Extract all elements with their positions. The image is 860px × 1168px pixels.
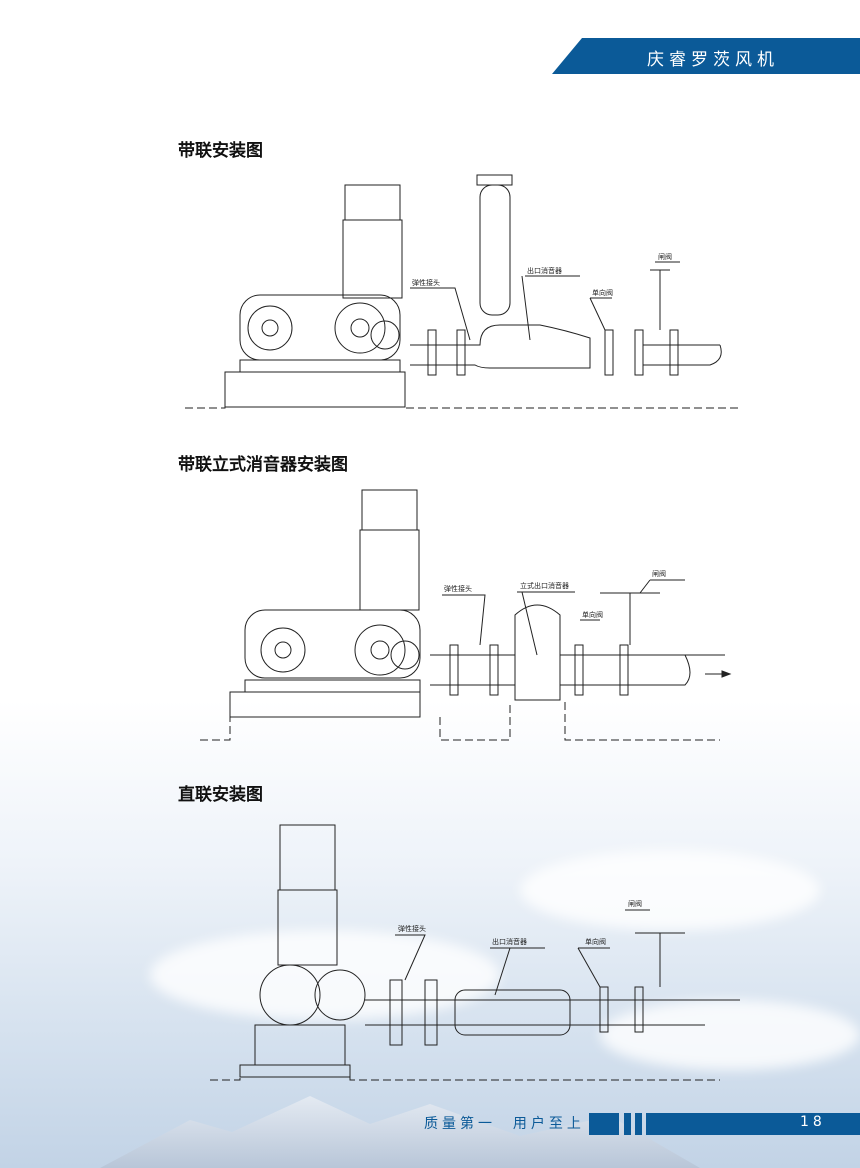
label-gate-valve: 闸阀 xyxy=(658,252,672,261)
footer-bar xyxy=(589,1113,619,1135)
belt-vertical-silencer-diagram: 弹性接头 立式出口消音器 单向阀 闸阀 xyxy=(200,489,732,741)
footer-bar xyxy=(624,1113,631,1135)
slogan-customer: 用户至上 xyxy=(512,1116,585,1132)
footer-bar xyxy=(635,1113,642,1135)
label-silencer: 出口消音器 xyxy=(527,266,562,275)
footer-slogan: 质量第一 用户至上 xyxy=(424,1113,585,1133)
page-number: 18 xyxy=(800,1114,826,1130)
label-check-valve: 单向阀 xyxy=(592,288,613,297)
label-silencer: 出口消音器 xyxy=(492,937,527,946)
direct-install-diagram: 弹性接头 出口消音器 单向阀 闸阀 xyxy=(210,824,740,1081)
section-title: 直联安装图 xyxy=(178,785,263,805)
section-title: 带联立式消音器安装图 xyxy=(178,455,348,475)
sky-background xyxy=(0,700,860,1168)
section-title: 带联安装图 xyxy=(178,141,263,161)
label-gate-valve: 闸阀 xyxy=(628,899,642,908)
belt-install-diagram: 弹性接头 出口消音器 单向阀 闸阀 xyxy=(185,174,740,409)
label-joint: 弹性接头 xyxy=(444,584,472,593)
brand-name: 庆睿罗茨风机 xyxy=(647,50,779,70)
label-check-valve: 单向阀 xyxy=(585,937,606,946)
label-joint: 弹性接头 xyxy=(412,278,440,287)
label-joint: 弹性接头 xyxy=(398,924,426,933)
brand-header: 庆睿罗茨风机 xyxy=(552,38,860,74)
label-gate-valve: 闸阀 xyxy=(652,569,666,578)
slogan-quality: 质量第一 xyxy=(424,1116,496,1132)
footer-bar xyxy=(646,1113,860,1135)
label-check-valve: 单向阀 xyxy=(582,610,603,619)
label-silencer: 立式出口消音器 xyxy=(520,581,569,590)
